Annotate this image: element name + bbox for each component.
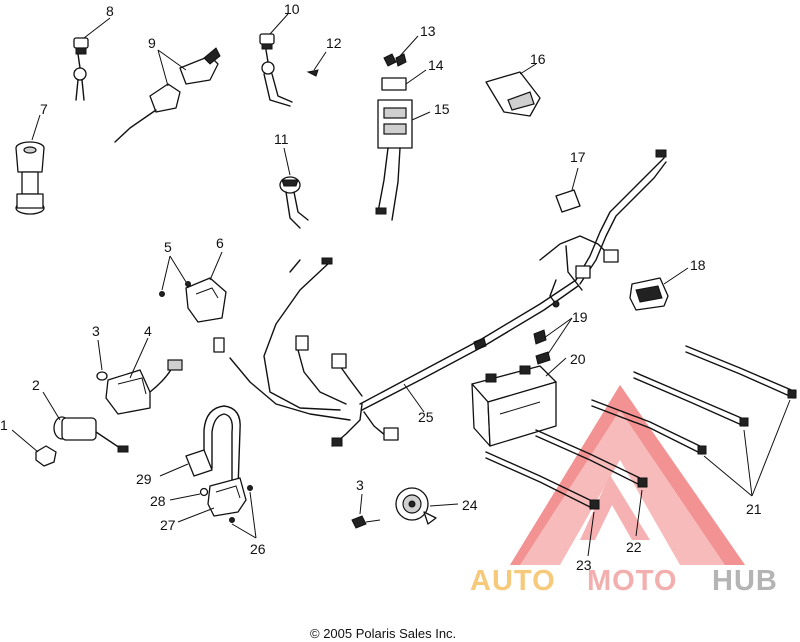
callout-18: 18 — [690, 257, 706, 273]
callout-7: 7 — [40, 101, 48, 117]
automotohub-logo: AUTO MOTO HUB — [470, 385, 778, 597]
part-18-connector — [629, 267, 689, 311]
callout-27: 27 — [160, 517, 176, 533]
callout-9: 9 — [148, 35, 156, 51]
callout-25: 25 — [418, 409, 434, 425]
part-6-module — [185, 251, 227, 323]
part-8-switch — [73, 17, 111, 101]
part-15-fuse-box — [375, 99, 431, 221]
callout-26: 26 — [250, 541, 266, 557]
part-21-cable-ties — [591, 345, 797, 497]
watermark-auto: AUTO — [470, 565, 556, 597]
callout-19: 19 — [572, 309, 588, 325]
part-20-battery — [471, 357, 567, 447]
callout-17: 17 — [570, 149, 586, 165]
callout-11: 11 — [274, 131, 289, 147]
watermark-moto: MOTO — [587, 565, 677, 597]
part-23-cable-tie — [485, 451, 600, 557]
callout-3-lower: 3 — [356, 477, 364, 493]
part-2-switch — [42, 391, 129, 453]
part-9-handlebar-switch — [114, 47, 221, 143]
part-5-screws — [159, 255, 191, 297]
part-26-screws — [229, 485, 257, 539]
part-12-clip — [306, 51, 327, 77]
part-7-key-switch — [15, 114, 45, 215]
callout-10: 10 — [284, 1, 300, 17]
copyright-notice: © 2005 Polaris Sales Inc. — [310, 626, 456, 641]
part-3-nut — [96, 339, 108, 381]
callout-14: 14 — [428, 57, 444, 73]
callout-15: 15 — [434, 101, 450, 117]
callout-13: 13 — [420, 23, 436, 39]
part-1-clip — [11, 429, 57, 467]
part-10-switch — [259, 13, 293, 107]
part-25-main-harness — [213, 149, 667, 447]
callout-21: 21 — [746, 501, 762, 517]
part-17-relay — [555, 167, 581, 213]
callout-8: 8 — [106, 3, 114, 19]
part-29-spark-cap — [159, 405, 241, 489]
callout-5: 5 — [164, 239, 172, 255]
part-24-horn — [395, 487, 459, 525]
part-4-relay — [105, 337, 183, 415]
watermark-hub: HUB — [712, 565, 778, 597]
callout-3-upper: 3 — [92, 323, 100, 339]
callout-22: 22 — [626, 539, 642, 555]
callout-16: 16 — [530, 51, 546, 67]
part-22-cable-tie — [535, 429, 648, 537]
callout-28: 28 — [150, 493, 166, 509]
callout-29: 29 — [136, 471, 152, 487]
callout-23: 23 — [576, 557, 592, 573]
callout-4: 4 — [144, 323, 152, 339]
part-3-bolt — [351, 493, 381, 529]
callout-6: 6 — [216, 235, 224, 251]
part-14-cover — [381, 69, 427, 91]
part-19-bolts — [473, 317, 573, 365]
part-28-washer — [169, 487, 209, 501]
callout-20: 20 — [570, 351, 586, 367]
part-13-fuse — [383, 35, 419, 67]
callout-24: 24 — [462, 497, 478, 513]
part-27-ignition-coil — [177, 477, 247, 523]
callout-12: 12 — [326, 35, 342, 51]
callout-2: 2 — [32, 377, 40, 393]
part-16-cover — [485, 63, 541, 117]
callout-labels: 1 2 3 4 5 6 7 8 9 10 11 12 13 14 15 16 1… — [0, 1, 762, 573]
part-11-socket — [279, 147, 309, 229]
callout-1: 1 — [0, 417, 8, 433]
